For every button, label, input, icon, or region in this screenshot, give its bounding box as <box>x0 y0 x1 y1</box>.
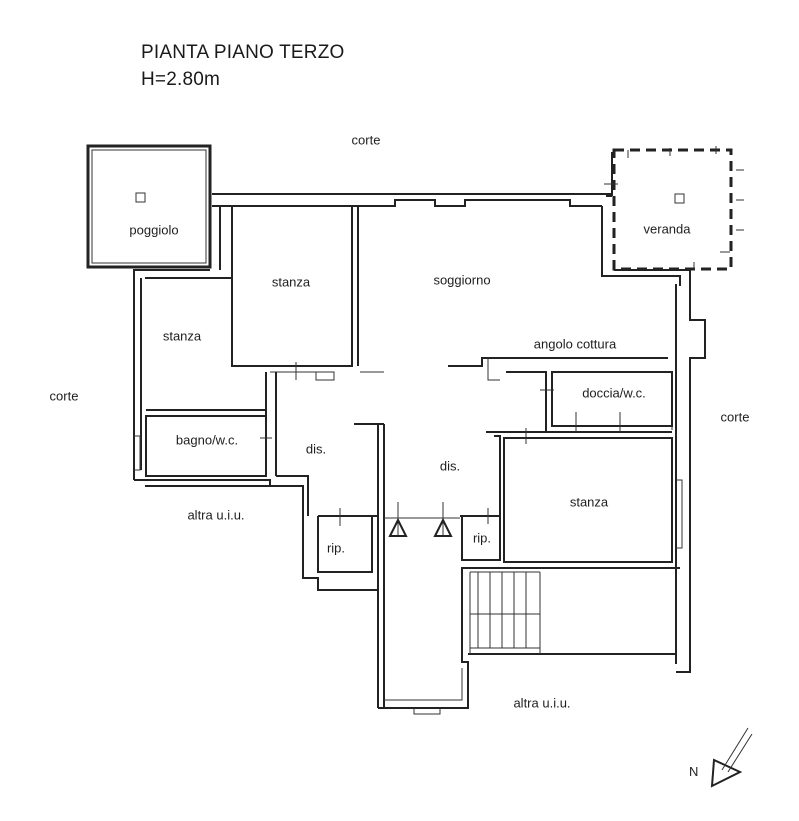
north-arrow-icon <box>710 727 753 788</box>
label-dis-left: dis. <box>305 441 327 457</box>
label-stanza-left: stanza <box>162 328 202 344</box>
balcony-poggiolo <box>86 144 212 269</box>
ceiling-height: H=2.80m <box>141 69 221 90</box>
label-angolo-cottura: angolo cottura <box>533 336 617 352</box>
label-poggiolo: poggiolo <box>129 222 179 238</box>
north-label: N <box>689 764 699 779</box>
label-doccia-wc: doccia/w.c. <box>582 385 646 401</box>
label-rip-right: rip. <box>472 530 492 546</box>
label-stanza-top: stanza <box>271 274 311 290</box>
label-rip-left: rip. <box>326 540 346 556</box>
label-stanza-right: stanza <box>569 494 609 510</box>
label-altra-uiu-bottom: altra u.i.u. <box>513 695 571 711</box>
label-corte-right: corte <box>720 409 750 425</box>
exterior-walls <box>133 193 706 715</box>
entrance-symbols <box>384 502 460 537</box>
label-veranda: veranda <box>643 221 691 237</box>
label-altra-uiu-left: altra u.i.u. <box>187 507 245 523</box>
interior-walls <box>145 205 673 654</box>
plan-title: PIANTA PIANO TERZO <box>141 42 345 63</box>
label-dis-center: dis. <box>439 458 461 474</box>
label-bagno-wc: bagno/w.c. <box>175 432 239 448</box>
label-soggiorno: soggiorno <box>433 272 491 288</box>
veranda-enclosure <box>606 148 733 271</box>
label-corte-left: corte <box>49 388 79 404</box>
door-marks <box>260 146 744 526</box>
label-corte-top: corte <box>351 132 381 148</box>
